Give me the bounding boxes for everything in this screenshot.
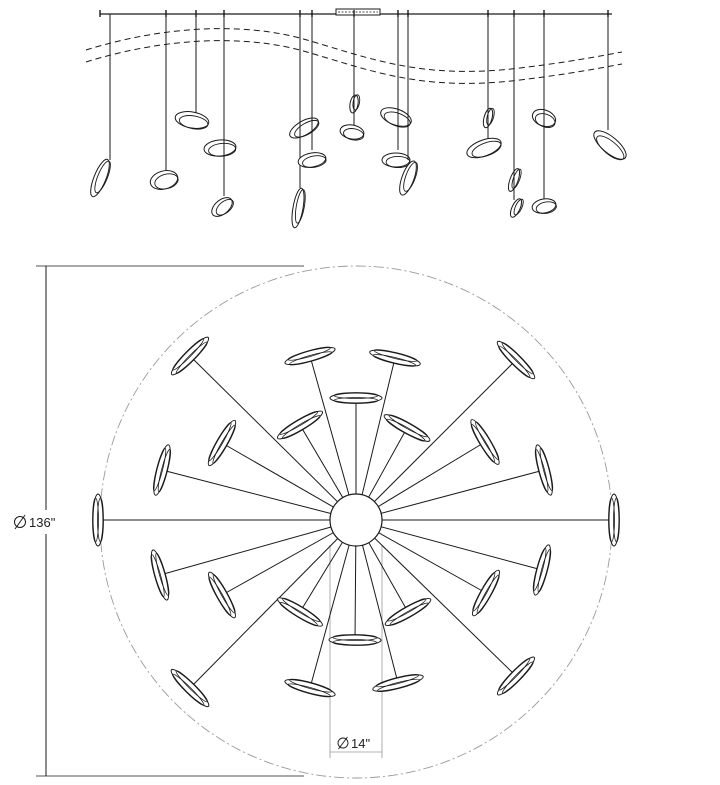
canopy-diameter-label: 14" <box>351 736 370 751</box>
arm-rod <box>309 519 357 689</box>
plan-shade <box>383 414 431 442</box>
arm-rod <box>355 519 399 684</box>
plan-shade <box>284 678 336 698</box>
pendant-shade <box>399 160 418 196</box>
plan-shade <box>207 419 237 467</box>
plan-shade <box>470 419 500 465</box>
arm-rod <box>309 355 357 521</box>
plan-shade <box>284 346 336 366</box>
pendant-shade <box>593 130 627 161</box>
plan-shade <box>496 656 536 696</box>
plan-shade <box>150 549 170 601</box>
pendant-shade <box>211 197 234 217</box>
arm-group <box>92 336 620 708</box>
canopy-side <box>335 8 381 16</box>
plan-shade <box>170 668 210 708</box>
plan-shade <box>208 571 236 619</box>
overall-diameter-label: 136" <box>29 515 56 530</box>
wave-upper <box>85 28 623 72</box>
pendant-shade <box>381 152 411 169</box>
plan-shade <box>532 544 552 596</box>
arm-rod <box>355 519 543 571</box>
arm-rod <box>159 519 357 576</box>
diameter-icon <box>337 736 349 750</box>
wave-lower <box>85 40 623 84</box>
plan-shade <box>534 444 554 496</box>
plan-shade <box>170 336 210 376</box>
plan-shade <box>608 493 620 547</box>
pendant-group <box>90 10 627 229</box>
plan-shade <box>152 444 172 496</box>
pendant-shade <box>509 198 524 218</box>
arm-rod <box>355 519 517 677</box>
plan-shade <box>496 340 536 380</box>
plan-shade <box>369 349 421 367</box>
pendant-shade <box>339 124 365 141</box>
pendant-shade <box>203 139 237 157</box>
canopy-plan <box>329 493 383 547</box>
pendant-shade <box>349 94 361 114</box>
plan-shade <box>276 410 324 440</box>
plan-shade <box>384 597 432 627</box>
pendant-shade <box>291 187 306 229</box>
pendant-shade <box>466 137 502 159</box>
pendant-shade <box>507 168 522 192</box>
plan-shade <box>277 597 323 627</box>
plan-shade <box>472 569 500 617</box>
arm-rod <box>355 469 545 521</box>
plan-view: 136" 14" <box>8 265 620 779</box>
diameter-icon <box>14 514 26 530</box>
pendant-shade <box>149 170 179 190</box>
plan-shade <box>92 493 104 547</box>
arm-rod <box>355 359 517 521</box>
arm-rod <box>355 357 396 521</box>
arm-rod <box>161 469 357 521</box>
pendant-shade <box>531 198 557 214</box>
pendant-shade <box>482 107 495 129</box>
pendant-shade <box>289 117 320 139</box>
arm-rod <box>189 355 357 521</box>
pendant-shade <box>174 111 210 130</box>
side-elevation <box>85 8 627 229</box>
pendant-shade <box>297 152 327 168</box>
pendant-shade <box>380 107 412 128</box>
arm-rod <box>189 519 357 689</box>
plan-shade <box>372 673 424 693</box>
plan-shade <box>329 392 383 404</box>
plan-shade <box>328 634 382 646</box>
pendant-shade <box>90 158 111 198</box>
